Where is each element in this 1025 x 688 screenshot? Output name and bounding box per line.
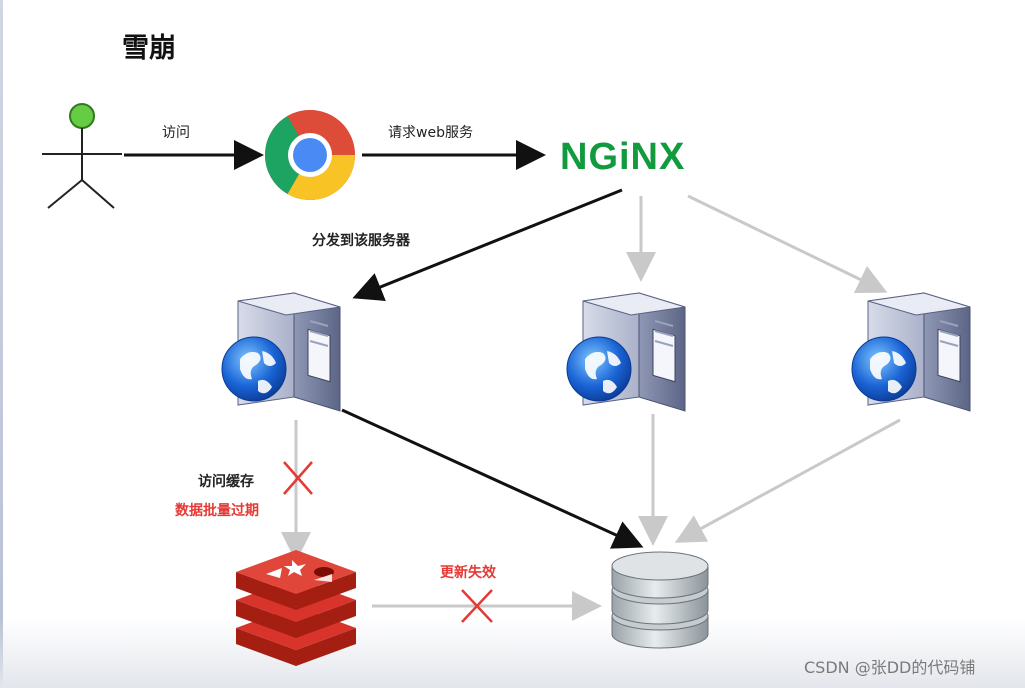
user-icon (42, 103, 122, 209)
label-batch-expire: 数据批量过期 (175, 503, 259, 519)
label-visit: 访问 (162, 125, 190, 141)
arrow-nginx-to-server3 (687, 194, 888, 294)
arrow-server3-to-db (674, 418, 901, 543)
arrow-nginx-to-server1 (352, 188, 623, 301)
arrow-server1-to-db (341, 408, 644, 549)
server-icon (221, 292, 341, 412)
page-title: 雪崩 (122, 33, 176, 64)
redis-icon (236, 550, 356, 666)
chrome-icon (264, 109, 355, 201)
label-request-web: 请求web服务 (388, 125, 473, 141)
label-dispatch: 分发到该服务器 (312, 233, 410, 249)
bottom-band (0, 618, 1025, 688)
server-icon (851, 292, 971, 412)
database-icon (611, 551, 709, 649)
cross-icon (461, 589, 493, 623)
label-update-fail: 更新失效 (440, 565, 496, 581)
cross-icon (283, 461, 313, 495)
nginx-logo: NGiNX (560, 136, 686, 178)
window-edge (0, 0, 3, 688)
watermark: CSDN @张DD的代码铺 (804, 658, 976, 677)
label-visit-cache: 访问缓存 (198, 474, 254, 490)
server-icon (566, 292, 686, 412)
